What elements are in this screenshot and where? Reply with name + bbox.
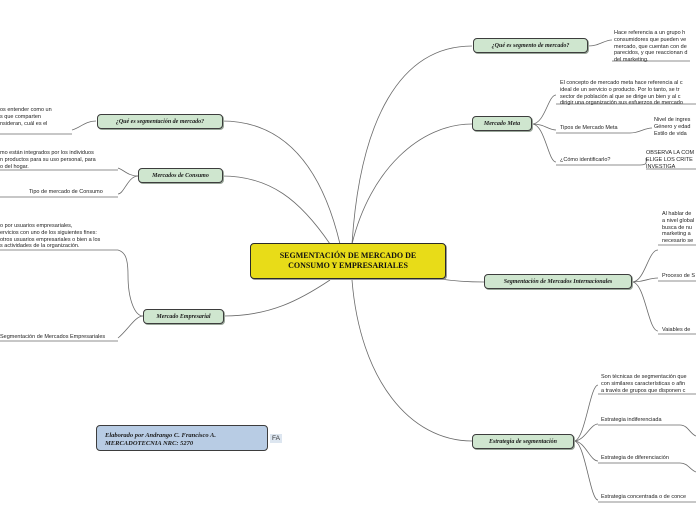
internacionales-description: Al hablar de a nivel global busca de nu … <box>662 211 695 245</box>
proceso-segmentacion[interactable]: Proceso de S <box>662 273 696 279</box>
branch-mercados-internacionales[interactable]: Segmentación de Mercados Internacionales <box>484 274 632 289</box>
connector-meta <box>351 123 473 245</box>
connector-consumo <box>221 175 331 245</box>
branch-estrategia-segmentacion[interactable]: Estrategia de segmentación <box>472 434 574 449</box>
author-credit[interactable]: Elaborado por Andrango C. Francisco A. M… <box>96 425 268 451</box>
estrategia-indiferenciada[interactable]: Estrategia indiferenciada <box>601 417 662 423</box>
mercado-empresarial-description: o por usuarios empresariales, ervicios c… <box>0 223 101 250</box>
tipos-mercado-meta[interactable]: Tipos de Mercado Meta <box>560 125 618 131</box>
tipo-mercado-consumo[interactable]: Tipo de mercado de Consumo <box>29 189 103 195</box>
estrategia-diferenciacion[interactable]: Estrategia de diferenciación <box>601 455 669 461</box>
connector-q-segmentacion <box>221 120 341 245</box>
central-title-line2: CONSUMO Y EMPRESARIALES <box>288 261 408 270</box>
segmentacion-description: os entender como un s que comparten nsid… <box>0 107 52 127</box>
variables-segmentacion[interactable]: Vaiables de <box>662 327 691 333</box>
author-credit-line2: MERCADOTECNIA NRC: 5270 <box>105 440 194 447</box>
branch-mercado-meta[interactable]: Mercado Meta <box>472 116 532 131</box>
como-identificarlo[interactable]: ¿Cómo identificarlo? <box>560 157 611 163</box>
tipos-mercado-meta-detail: Nivel de ingres Género y edad Estilo de … <box>654 117 691 137</box>
central-title-line1: SEGMENTACIÓN DE MERCADO DE <box>279 251 417 260</box>
connector-empresarial <box>223 279 331 317</box>
fa-badge: FA <box>270 434 282 443</box>
connector-segmento <box>351 45 473 245</box>
mercados-consumo-description: mo están integrados por los individuos n… <box>0 150 96 170</box>
como-identificarlo-detail: OBSERVA LA COM ELIGE LOS CRITE INVESTIGA <box>646 150 695 170</box>
segmentacion-mercados-empresariales[interactable]: Segmentación de Mercados Empresariales <box>0 334 106 340</box>
branch-mercados-consumo[interactable]: Mercados de Consumo <box>138 168 223 183</box>
branch-que-es-segmento[interactable]: ¿Qué es segmento de mercado? <box>473 38 588 53</box>
segmento-description: Hace referencia a un grupo h consumidore… <box>614 30 688 64</box>
estrategia-description: Son técnicas de segmentación que con sim… <box>601 374 687 394</box>
estrategia-concentrada[interactable]: Estrategia concentrada o de conce <box>601 494 687 500</box>
connector-estrategia <box>351 279 473 442</box>
branch-mercado-empresarial[interactable]: Mercado Empresarial <box>143 309 224 324</box>
branch-que-es-segmentacion[interactable]: ¿Qué es segmentación de mercado? <box>97 114 223 129</box>
mercado-meta-description: El concepto de mercado meta hace referen… <box>560 80 683 107</box>
central-topic[interactable]: SEGMENTACIÓN DE MERCADO DE CONSUMO Y EMP… <box>250 243 446 279</box>
author-credit-line1: Elaborado por Andrango C. Francisco A. <box>105 432 216 439</box>
